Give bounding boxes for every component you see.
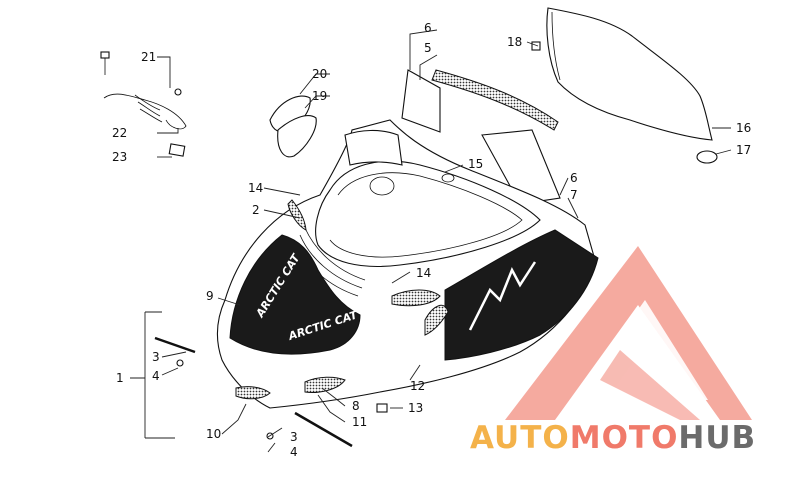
callout-9: 9 [206,289,214,303]
clear-panel-right [481,129,561,205]
watermark-auto: AUTO [470,420,570,456]
callout-22: 22 [112,126,127,140]
hood-latch-cable [100,51,187,157]
callout-1: 1 [116,371,124,385]
decal-right [444,229,599,361]
mesh-grille-upper [391,289,441,307]
leader-lines [157,29,732,453]
callout-3-lower: 3 [290,430,298,444]
screw-18 [531,41,541,51]
callout-17: 17 [736,143,751,157]
watermark-logo-icon [505,246,752,420]
callout-bracket-1 [130,311,175,439]
callout-14-lower: 14 [416,266,431,280]
windshield-trim [431,69,559,131]
callout-20: 20 [312,67,327,81]
callout-11: 11 [352,415,367,429]
callout-19: 19 [312,89,327,103]
callout-2: 2 [252,203,260,217]
mesh-grille-lower-right [304,376,346,393]
headlight-lens [287,199,307,231]
windshield [546,7,713,141]
callout-12: 12 [410,379,425,393]
callout-6-right: 6 [570,171,578,185]
callout-3-upper: 3 [152,350,160,364]
callout-23: 23 [112,150,127,164]
watermark-text: AUTOMOTOHUB [470,420,756,456]
clear-panel-upper [401,69,441,133]
callout-15: 15 [468,157,483,171]
callout-16: 16 [736,121,751,135]
callout-10: 10 [206,427,221,441]
callout-4-upper: 4 [152,369,160,383]
mirror-assembly [269,95,317,158]
callout-18: 18 [507,35,522,49]
callout-6-upper: 6 [424,21,432,35]
callout-13: 13 [408,401,423,415]
grommet-17 [696,150,718,164]
callout-7: 7 [570,188,578,202]
mounting-bolt-upper [154,336,196,354]
callout-8: 8 [352,399,360,413]
callout-21: 21 [141,50,156,64]
callout-4-lower: 4 [290,445,298,459]
callout-5: 5 [424,41,432,55]
callout-14-upper: 14 [248,181,263,195]
callout-labels: 1 2 3 4 3 4 5 6 6 7 8 9 10 11 12 13 14 1… [112,21,751,459]
mounting-bolt-lower [294,411,353,448]
mesh-grille-side [424,304,449,336]
decal-left: ARCTIC CAT ARCTIC CAT [229,234,361,355]
nut-13 [376,403,388,413]
washer-upper [176,359,184,367]
watermark-hub: HUB [678,420,756,456]
watermark-moto: MOTO [570,420,679,456]
mesh-grille-lower-left [235,386,271,400]
